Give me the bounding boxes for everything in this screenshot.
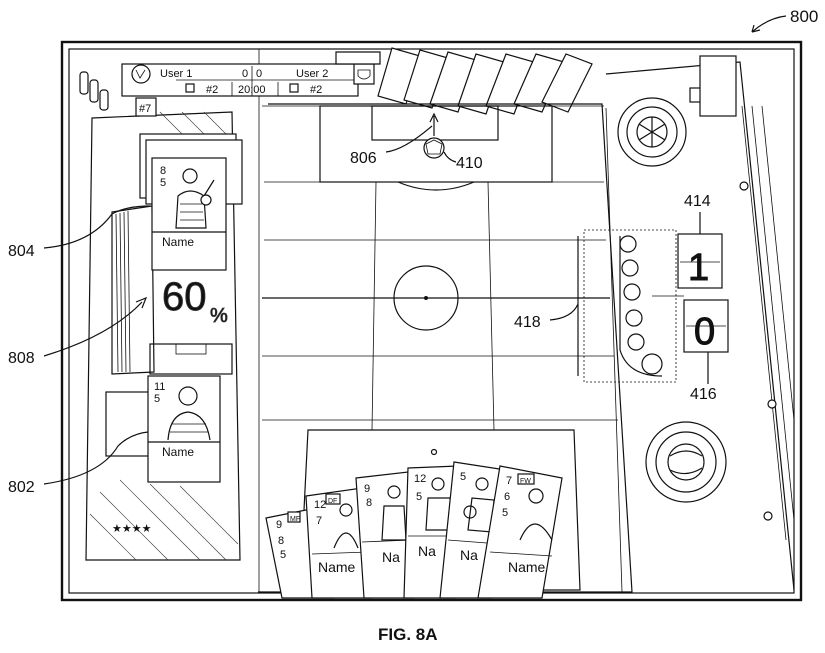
callout-410: 410	[456, 155, 483, 172]
leader-804	[43, 205, 151, 249]
card-deck-stack	[111, 205, 155, 375]
checkbox-user1[interactable]	[185, 83, 195, 93]
player-card-bottom-number: 11	[154, 381, 165, 393]
right-rail	[605, 61, 795, 591]
callout-804: 804	[8, 243, 35, 260]
hand-card-5-name: Na	[460, 547, 478, 563]
device-outer-frame	[60, 40, 803, 602]
player-card-bottom-subnumber: 5	[154, 393, 160, 405]
hand-card-1-pos: MF	[290, 516, 300, 523]
scoreboard-user2: User 2	[296, 68, 328, 80]
rank-badge-label: #7	[139, 103, 151, 115]
leader-802	[43, 431, 149, 485]
player-card-bottom-name: Name	[162, 445, 194, 459]
probability-value: 60	[162, 275, 207, 319]
rating-stars: ★★★★	[112, 523, 152, 535]
player-card-bottom[interactable]: 11 5 Name	[147, 375, 221, 483]
right-panel: 1 0	[583, 55, 795, 591]
player-card-top-subnumber: 5	[160, 177, 166, 189]
hand-card-6-n2: 6	[504, 491, 510, 503]
score-tile-top: 1	[677, 233, 723, 290]
hand-card-5-n1: 5	[460, 471, 466, 483]
callout-806: 806	[350, 150, 377, 167]
callout-802: 802	[8, 479, 35, 496]
dial-bottom-icon[interactable]	[645, 421, 727, 503]
checkbox-user2[interactable]	[289, 83, 299, 93]
hand-card-2-name: Name	[318, 559, 356, 575]
dial-top-icon[interactable]	[617, 97, 687, 167]
hand-card-3-n2: 8	[366, 497, 372, 509]
player-card-top-number: 8	[160, 165, 166, 177]
probability-unit: %	[210, 305, 228, 327]
hand-card-4-n1: 12	[414, 473, 426, 485]
rank-badge	[135, 97, 157, 117]
hand-card-6-pos: FW	[520, 478, 531, 485]
callout-808: 808	[8, 350, 35, 367]
decor-bottles-icon	[79, 71, 109, 111]
side-post	[699, 55, 737, 117]
player-card-top-name: Name	[162, 235, 194, 249]
player-card-top[interactable]: 8 5 Name	[151, 157, 227, 271]
scoreboard-score2: 0	[256, 68, 262, 80]
player-figure-icon	[175, 168, 215, 229]
team-crest-icon	[131, 64, 151, 84]
left-board-outline	[85, 111, 241, 561]
scoreboard-score1: 0	[242, 68, 248, 80]
leader-808	[43, 301, 143, 357]
hand-card-1-n1: 9	[276, 519, 282, 531]
hand-card-1-n3: 5	[280, 549, 286, 561]
figure-caption: FIG. 8A	[378, 625, 438, 644]
player-hand: 9 MF 8 5 12 DF 7 Name 9 8 Na 12	[265, 461, 563, 599]
leader-418	[549, 236, 579, 376]
ref-800-leader	[751, 15, 787, 33]
opponent-hand	[335, 47, 593, 115]
progress-indicator	[619, 235, 663, 377]
figure-ref-800: 800	[790, 7, 818, 26]
score-tile-top-value: 1	[688, 247, 709, 289]
score-tile-bottom: 0	[683, 299, 729, 354]
player-portrait-icon	[167, 386, 211, 441]
callouts: 804 808 802 806 410 414 418 416	[8, 125, 717, 496]
leader-806	[385, 125, 433, 153]
score-tile-bottom-value: 0	[694, 311, 715, 353]
ref-800-arrowhead	[751, 24, 761, 33]
hand-card-2-n1: 12	[314, 499, 326, 511]
scoreboard: User 1 0 0 User 2 #2 20:00 #2 #7	[121, 63, 375, 117]
scoreboard-time: 20:00	[238, 84, 266, 96]
callout-416: 416	[690, 386, 717, 403]
hand-card-6-n1: 7	[506, 475, 512, 487]
hand-card-1-n2: 8	[278, 535, 284, 547]
hand-card-3-n1: 9	[364, 483, 370, 495]
mini-goal-box	[149, 343, 233, 375]
hand-card-2-n2: 7	[316, 515, 322, 527]
hand-card-2-pos: DF	[328, 498, 337, 505]
scoreboard-user1: User 1	[160, 68, 192, 80]
scoreboard-rank1: #2	[206, 84, 218, 96]
callout-414: 414	[684, 193, 711, 210]
hand-card-6-name: Name	[508, 559, 546, 575]
center-circle	[393, 265, 459, 331]
hand-card-6-n3: 5	[502, 507, 508, 519]
hand-card-6[interactable]: 7 FW 6 5 Name	[477, 465, 563, 599]
opponent-card	[541, 53, 593, 113]
hand-card-3-name: Na	[382, 549, 400, 565]
left-panel: 8 5 Name 60 % 11 5	[79, 71, 243, 561]
shield-icon[interactable]	[353, 63, 375, 85]
callout-418: 418	[514, 314, 541, 331]
leader-410	[443, 151, 457, 163]
soccer-ball-icon[interactable]	[423, 137, 445, 159]
hand-card-4-name: Na	[418, 543, 436, 559]
progress-bracket	[583, 229, 677, 383]
hand-card-3[interactable]: 9 8 Na	[355, 471, 415, 599]
hand-card-4-n2: 5	[416, 491, 422, 503]
scoreboard-rank2: #2	[310, 84, 322, 96]
